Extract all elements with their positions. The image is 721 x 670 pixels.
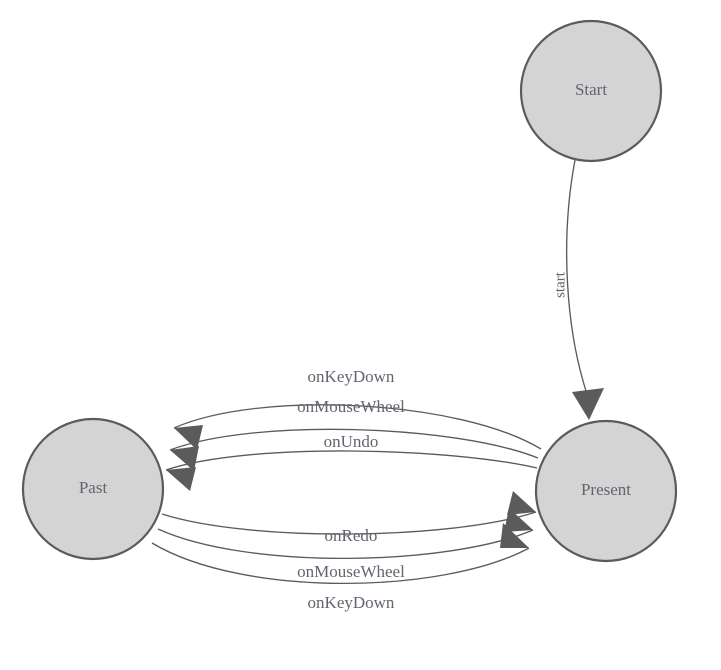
node-past-label: Past (79, 478, 108, 497)
edge-past-to-present-wheel[interactable] (157, 508, 534, 560)
node-past-circle (21, 417, 165, 561)
node-present-label: Present (581, 480, 631, 499)
arrowhead-into-present-wheel (504, 508, 533, 532)
edge-label-past-to-present-keydown: onKeyDown (308, 593, 395, 612)
arrowhead-into-past-undo (166, 467, 196, 491)
edge-label-past-to-present-redo: onRedo (325, 526, 378, 545)
edge-path-present-to-past-undo (165, 450, 538, 471)
edge-label-present-to-past-wheel: onMouseWheel (297, 397, 405, 416)
edge-present-to-past-wheel[interactable] (169, 428, 539, 471)
edge-label-start: start (552, 271, 568, 298)
node-start[interactable]: Start (519, 19, 663, 163)
edge-path-present-to-past-wheel (169, 428, 539, 459)
node-present-circle (534, 419, 678, 563)
arrowhead-into-present-keydown (500, 523, 529, 548)
edge-path-past-to-present-keydown (151, 542, 530, 584)
edge-label-present-to-past-keydown: onKeyDown (308, 367, 395, 386)
arrowhead-into-past-keydown (174, 425, 203, 450)
edge-path-past-to-present-redo (161, 511, 537, 535)
edge-path-start-to-present (565, 159, 588, 395)
node-present[interactable]: Present (534, 419, 678, 563)
arrowhead-into-present-start (572, 388, 604, 420)
arrowhead-into-present-redo (507, 491, 536, 515)
edge-present-to-past-undo[interactable] (165, 450, 538, 491)
arrowhead-into-past-wheel (170, 446, 199, 471)
edge-past-to-present-redo[interactable] (161, 491, 537, 535)
edge-path-present-to-past-keydown (173, 404, 542, 450)
edge-path-past-to-present-wheel (157, 528, 534, 560)
node-start-label: Start (575, 80, 607, 99)
edge-past-to-present-keydown[interactable] (151, 523, 530, 584)
edge-label-present-to-past-undo: onUndo (324, 432, 379, 451)
edge-present-to-past-keydown[interactable] (173, 404, 542, 450)
edge-label-past-to-present-wheel: onMouseWheel (297, 562, 405, 581)
node-past[interactable]: Past (21, 417, 165, 561)
edge-start-to-present[interactable] (565, 159, 604, 420)
node-start-circle (519, 19, 663, 163)
